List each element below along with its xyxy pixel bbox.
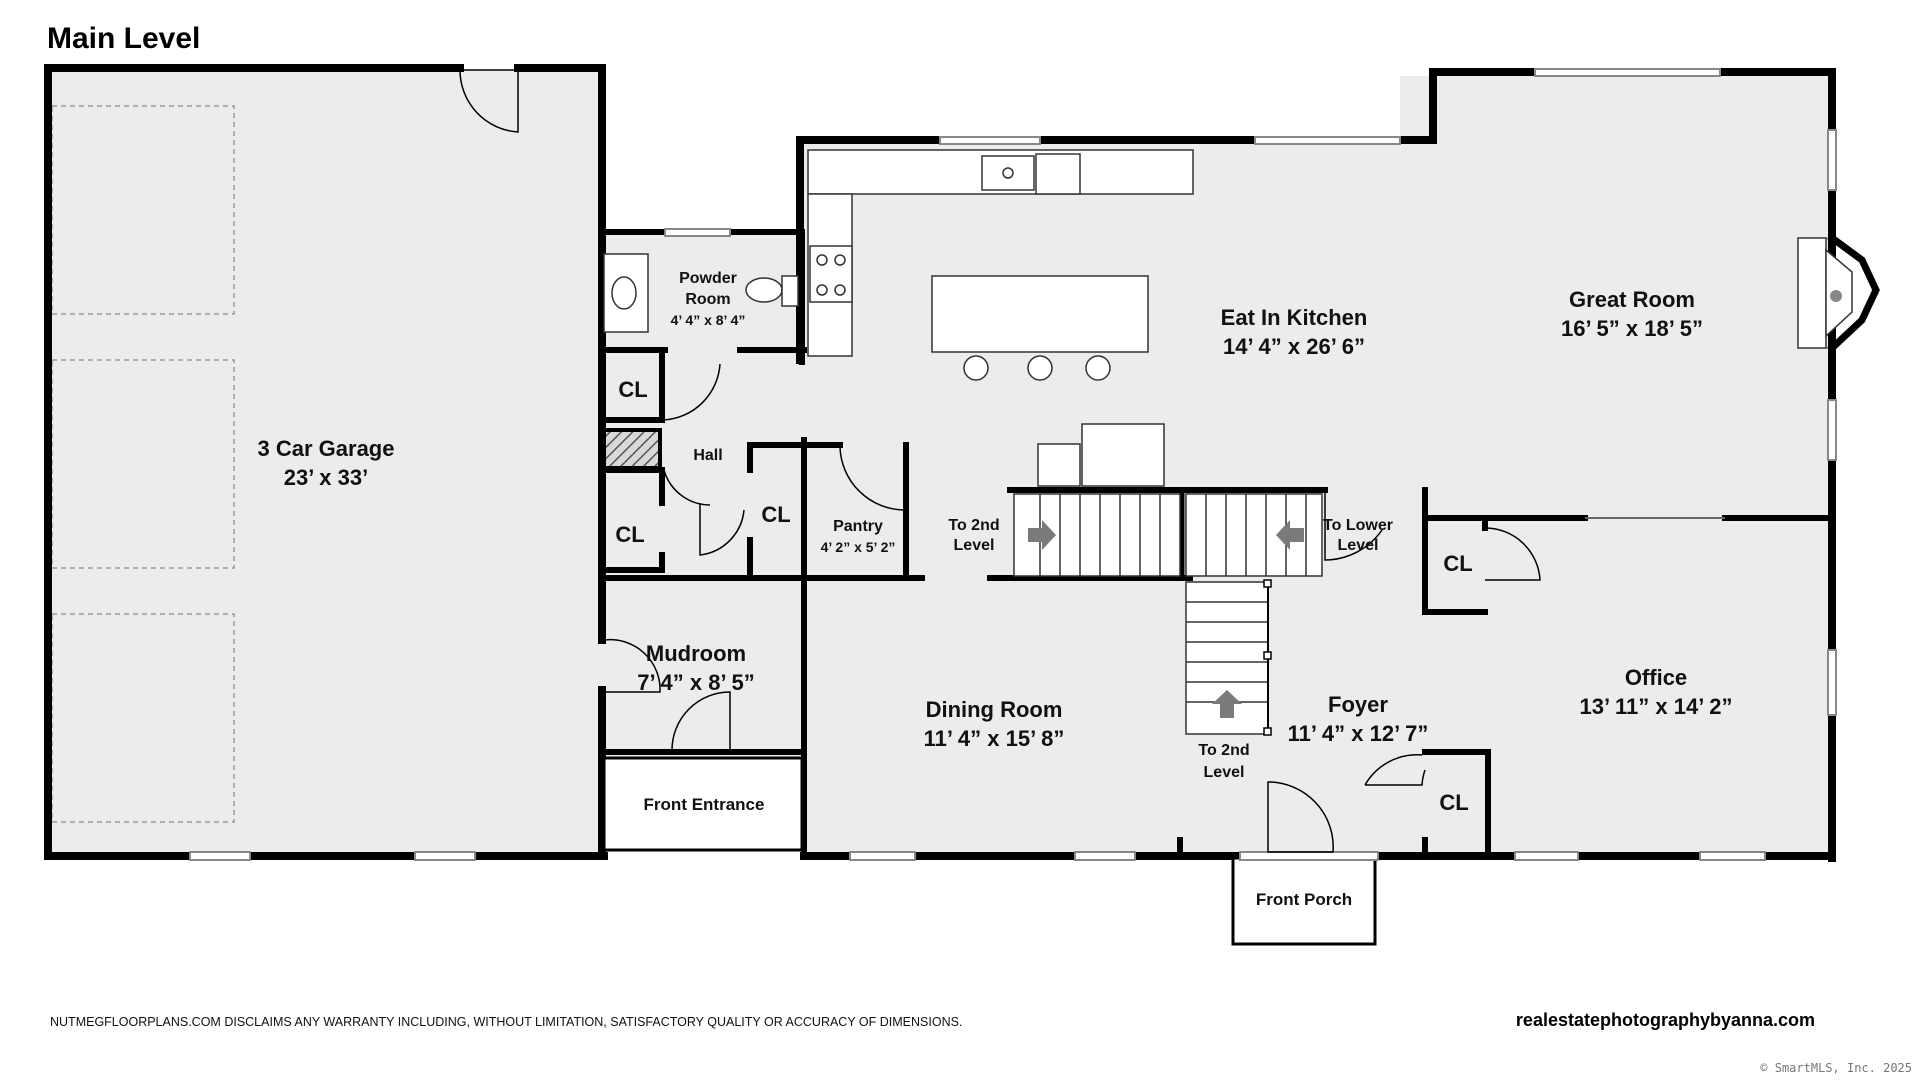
entrance-boxes xyxy=(602,756,1377,946)
cooktop xyxy=(809,245,853,303)
stool xyxy=(963,355,989,381)
stair-arrows xyxy=(1028,520,1304,718)
hall-name: Hall xyxy=(693,447,722,464)
sink xyxy=(981,155,1035,191)
website-link[interactable]: realestatephotographybyanna.com xyxy=(1515,1010,1815,1030)
wall-oven xyxy=(1037,443,1081,487)
windows xyxy=(189,68,1837,861)
pantry-dims: 4’ 2” x 5’ 2” xyxy=(821,539,896,555)
closet-label: CL xyxy=(618,377,647,402)
walls xyxy=(44,64,1880,862)
arrow-right-icon xyxy=(1028,520,1056,550)
room-labels: 3 Car Garage 23’ x 33’ Powder Room 4’ 4”… xyxy=(258,270,1733,909)
refrigerator xyxy=(1081,423,1165,487)
stair-label: To Lower xyxy=(1323,517,1393,534)
toilet xyxy=(745,277,783,303)
powder-room-name-2: Room xyxy=(685,291,730,308)
foyer-dims: 11’ 4” x 12’ 7” xyxy=(1288,721,1429,746)
foyer-name: Foyer xyxy=(1328,692,1388,717)
dining-room-dims: 11’ 4” x 15’ 8” xyxy=(924,726,1065,751)
stool xyxy=(1085,355,1111,381)
mudroom-dims: 7’ 4” x 8’ 5” xyxy=(637,670,754,695)
mudroom-name: Mudroom xyxy=(646,641,746,666)
copyright-text: © SmartMLS, Inc. 2025 xyxy=(1760,1061,1912,1075)
kitchen-island xyxy=(931,275,1149,353)
stair-label: Level xyxy=(1204,764,1245,781)
closet-label: CL xyxy=(615,522,644,547)
stool xyxy=(1027,355,1053,381)
great-room-dims: 16’ 5” x 18’ 5” xyxy=(1561,316,1703,341)
disclaimer-text: NUTMEGFLOORPLANS.COM DISCLAIMS ANY WARRA… xyxy=(50,1015,963,1029)
kitchen-dims: 14’ 4” x 26’ 6” xyxy=(1223,334,1365,359)
kitchen-name: Eat In Kitchen xyxy=(1221,305,1368,330)
stair-label: Level xyxy=(954,537,995,554)
front-porch-name: Front Porch xyxy=(1256,890,1352,909)
closet-label: CL xyxy=(1439,790,1468,815)
fireplace xyxy=(1797,237,1853,349)
doors xyxy=(459,69,1541,853)
flame-icon xyxy=(1830,290,1842,302)
garage-name: 3 Car Garage xyxy=(258,436,395,461)
great-room-name: Great Room xyxy=(1569,287,1695,312)
main-house-floor xyxy=(800,76,1828,854)
garage-floor xyxy=(50,70,602,854)
pantry-name: Pantry xyxy=(833,518,883,535)
closet-label: CL xyxy=(1443,551,1472,576)
kitchen-fixtures xyxy=(807,149,1194,487)
powder-room-dims: 4’ 4” x 8’ 4” xyxy=(671,312,746,328)
stair-label: Level xyxy=(1338,537,1379,554)
front-entrance-box xyxy=(602,756,804,852)
dining-room-name: Dining Room xyxy=(926,697,1063,722)
plan-heading: Main Level xyxy=(47,22,201,55)
staircases xyxy=(1013,493,1323,736)
stair-label: To 2nd xyxy=(1198,742,1249,759)
stair-label: To 2nd xyxy=(948,517,999,534)
front-entrance-name: Front Entrance xyxy=(644,795,765,814)
hatched-chase xyxy=(602,428,662,470)
arrow-left-icon xyxy=(1276,520,1304,550)
powder-room-name-1: Powder xyxy=(679,270,737,287)
closet-label: CL xyxy=(761,502,790,527)
dishwasher xyxy=(1035,153,1081,195)
arrow-up-icon xyxy=(1212,690,1242,718)
powder-fixtures xyxy=(603,253,799,333)
office-dims: 13’ 11” x 14’ 2” xyxy=(1580,694,1733,719)
office-name: Office xyxy=(1625,665,1687,690)
garage-dims: 23’ x 33’ xyxy=(284,465,368,490)
